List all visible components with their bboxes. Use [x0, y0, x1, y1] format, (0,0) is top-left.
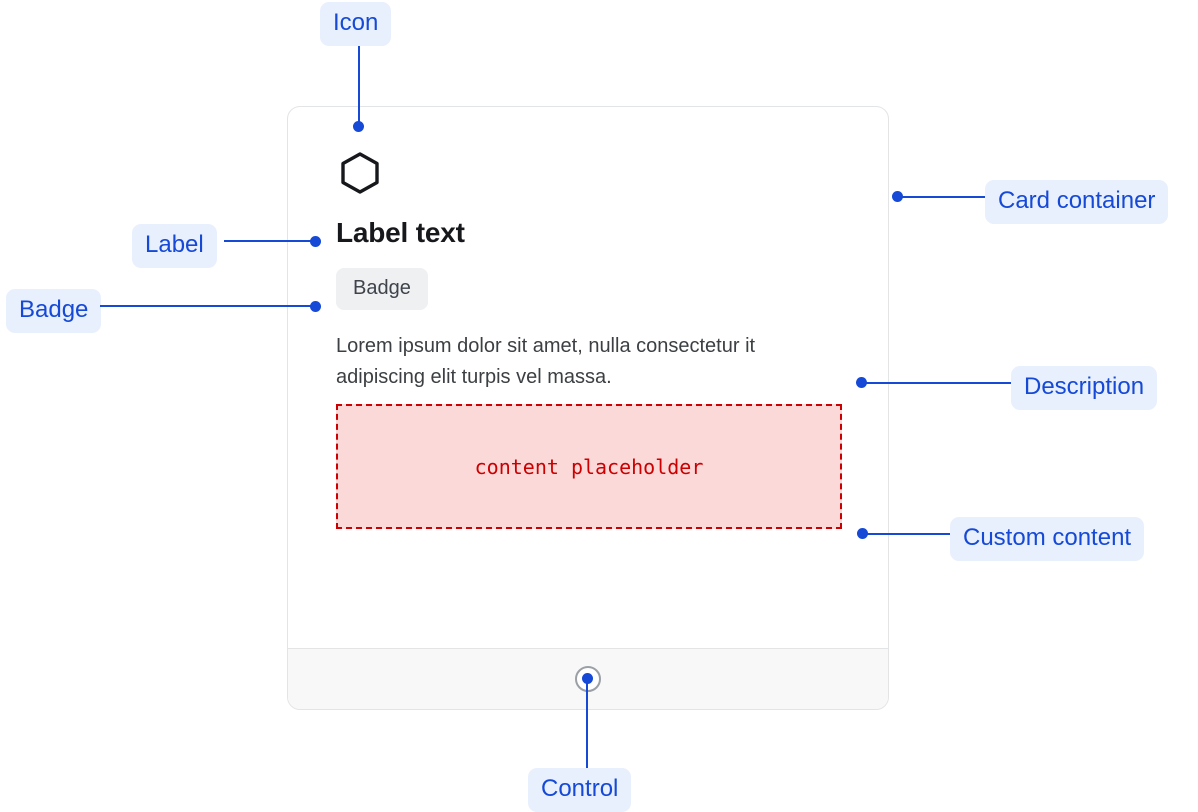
annotation-label-label: Label — [132, 224, 217, 268]
annotation-label-icon: Icon — [320, 2, 392, 46]
annotation-label-description: Description — [1011, 366, 1158, 410]
leader-line-card-container — [897, 196, 985, 198]
radio-control[interactable] — [575, 666, 601, 692]
leader-line-control — [586, 678, 588, 769]
annotation-label-badge: Badge — [6, 289, 102, 333]
annotation-label-card-container: Card container — [985, 180, 1169, 224]
leader-line-icon — [358, 46, 360, 127]
leader-line-custom-content — [862, 533, 950, 535]
leader-dot-label — [310, 236, 321, 247]
annotation-label-control: Control — [528, 768, 632, 812]
card-body: Label text Badge Lorem ipsum dolor sit a… — [288, 107, 888, 649]
card-description: Lorem ipsum dolor sit amet, nulla consec… — [336, 335, 756, 388]
custom-content-slot: content placeholder — [336, 404, 842, 529]
leader-dot-control — [582, 673, 593, 684]
hexagon-icon — [341, 152, 379, 194]
card-label: Label text — [336, 217, 465, 248]
leader-line-badge — [100, 305, 320, 307]
leader-line-description — [861, 382, 1011, 384]
leader-dot-badge — [310, 301, 321, 312]
annotation-label-custom-content: Custom content — [950, 517, 1145, 561]
card-container[interactable]: Label text Badge Lorem ipsum dolor sit a… — [287, 106, 889, 710]
status-badge: Badge — [336, 268, 428, 310]
leader-dot-icon — [353, 121, 364, 132]
leader-line-label — [224, 240, 320, 242]
custom-content-text: content placeholder — [474, 454, 704, 479]
